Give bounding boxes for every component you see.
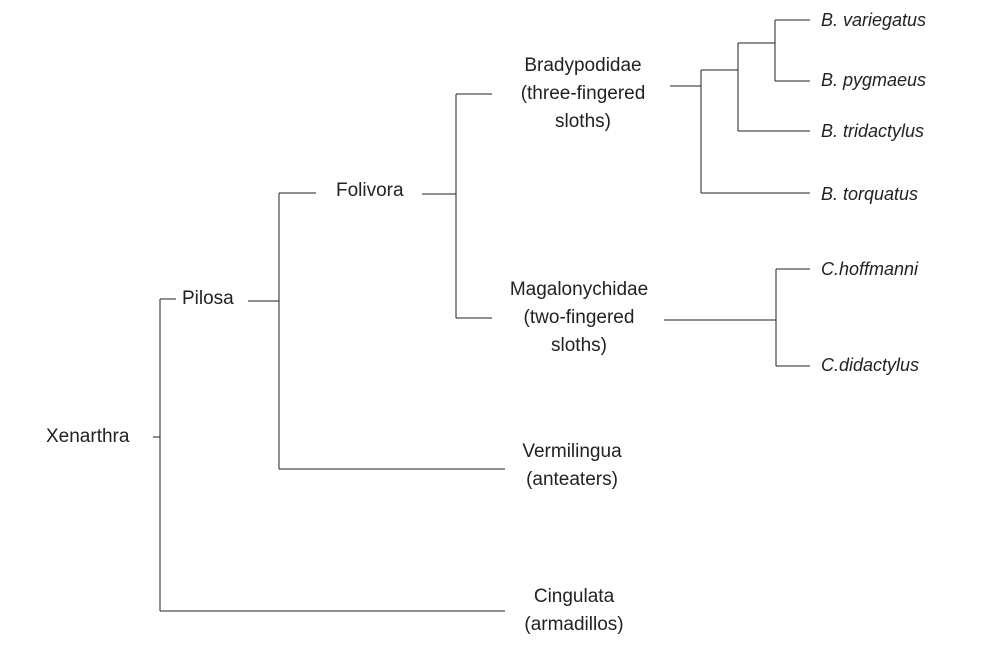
- node-label-pilosa: Pilosa: [182, 285, 234, 313]
- magalonychidae-common-name: (two-fingered: [523, 307, 635, 328]
- species-b-tridactylus: B. tridactylus: [821, 117, 925, 145]
- vermilingua-common-name: (anteaters): [526, 469, 618, 490]
- vermilingua-name: Vermilingua: [522, 441, 622, 462]
- node-label-vermilingua: Vermilingua (anteaters): [506, 438, 638, 494]
- node-label-cingulata: Cingulata (armadillos): [508, 583, 640, 639]
- species-c-didactylus: C.didactylus: [821, 351, 920, 379]
- species-b-variegatus: B. variegatus: [821, 6, 927, 34]
- node-label-bradypodidae: Bradypodidae (three-fingered sloths): [500, 52, 666, 136]
- node-label-folivora: Folivora: [336, 177, 404, 205]
- node-label-xenarthra: Xenarthra: [46, 423, 130, 451]
- cingulata-common-name: (armadillos): [524, 614, 624, 635]
- cingulata-name: Cingulata: [533, 586, 615, 607]
- magalonychidae-name: Magalonychidae: [509, 279, 649, 300]
- species-c-hoffmanni: C.hoffmanni: [821, 255, 919, 283]
- node-label-magalonychidae: Magalonychidae (two-fingered sloths): [496, 276, 662, 360]
- bradypodidae-common-name-2: sloths): [555, 111, 611, 132]
- magalonychidae-common-name-2: sloths): [551, 335, 607, 356]
- species-b-pygmaeus: B. pygmaeus: [821, 66, 927, 94]
- species-b-torquatus: B. torquatus: [821, 180, 919, 208]
- bradypodidae-name: Bradypodidae: [524, 55, 642, 76]
- bradypodidae-common-name: (three-fingered: [520, 83, 646, 104]
